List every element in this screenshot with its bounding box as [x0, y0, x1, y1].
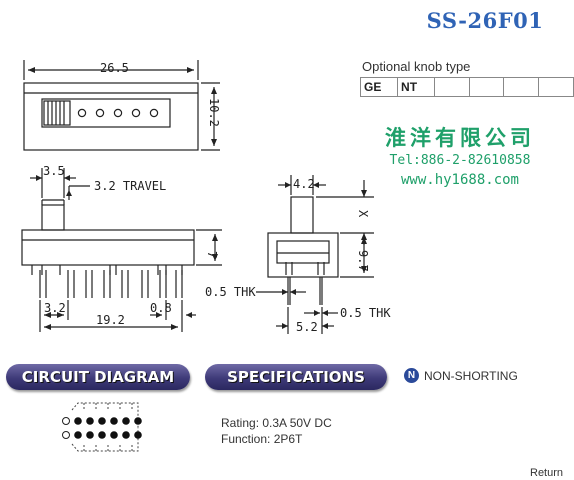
top-view-body [23, 82, 199, 151]
dim-end-knob-width: 4.2 [293, 177, 315, 191]
dim-top-width: 26.5 [100, 61, 129, 75]
dim-side-height: 7 [205, 251, 219, 258]
top-view-knob [43, 100, 71, 126]
knob-cell-nt: NT [397, 77, 435, 97]
side-view-knob [41, 204, 65, 231]
circuit-diagram [62, 402, 142, 452]
dim-pin-pitch: 3.2 [44, 301, 66, 315]
dim-end-height: 9.7 [356, 250, 370, 272]
dim-end-width: 5.2 [296, 320, 318, 334]
non-shorting-icon: N [404, 368, 419, 383]
specifications-heading: SPECIFICATIONS [205, 364, 387, 390]
dim-thk-right: 0.5 THK [340, 306, 391, 320]
knob-cell-ge: GE [359, 77, 399, 97]
circuit-diagram-heading: CIRCUIT DIAGRAM [6, 364, 190, 390]
dim-thk-left: 0.5 THK [205, 285, 256, 299]
knob-type-table: GE NT [359, 77, 574, 97]
dim-end-knob-height: X [356, 210, 370, 218]
end-view-knob [290, 196, 314, 234]
knob-type-label: Optional knob type [362, 59, 471, 74]
company-name: 淮洋有限公司 [385, 126, 535, 150]
knob-cell-empty [538, 77, 574, 97]
end-view-body [267, 232, 339, 278]
spec-function: Function: 2P6T [221, 432, 303, 446]
dim-knob-width: 3.5 [43, 164, 65, 178]
spec-rating: Rating: 0.3A 50V DC [221, 416, 332, 430]
dimension-drawing: 26.5 10.2 3.5 3.2 TRAVEL 7 3.2 19.2 0.8 … [21, 60, 391, 334]
side-view-body [21, 229, 195, 266]
non-shorting-label: NON-SHORTING [424, 369, 518, 383]
dim-travel: 3.2 TRAVEL [94, 179, 166, 193]
return-link[interactable]: Return [530, 467, 564, 479]
company-website: www.hy1688.com [400, 172, 519, 188]
company-tel: Tel:886-2-82610858 [389, 153, 531, 168]
part-number-title: SS-26F01 [426, 8, 544, 33]
dim-pin-span: 19.2 [96, 313, 125, 327]
dim-top-height: 10.2 [207, 98, 221, 127]
dim-pin-width: 0.8 [150, 301, 172, 315]
